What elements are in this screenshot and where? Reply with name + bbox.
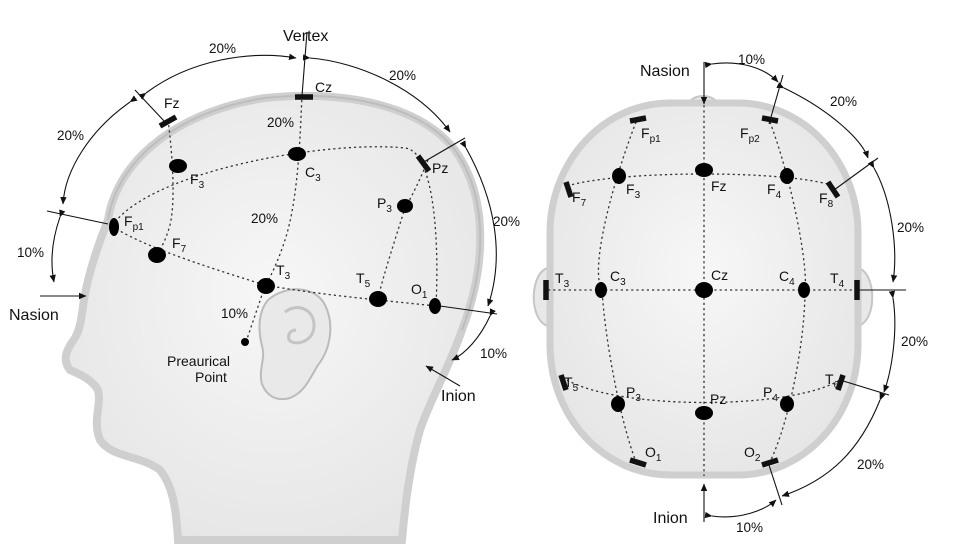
side-label-pz: Pz	[432, 160, 448, 176]
side-label-fz: Fz	[164, 95, 180, 111]
top-label-o1: O1	[645, 444, 662, 464]
top-label-f4: F4	[767, 181, 782, 201]
side-label-t3: T3	[276, 262, 291, 282]
side-label-p3: P3	[377, 195, 392, 215]
side-electrode-t5	[369, 291, 387, 307]
side-label-fp1: Fp1	[124, 213, 144, 233]
top-view: Fp1 Fp2 F7 F3 Fz F4 F8 T3 C3 Cz C4 T4 T5…	[532, 52, 928, 535]
top-electrode-f4	[780, 168, 794, 184]
top-pct-3: 20%	[897, 220, 924, 235]
top-label-fp1: Fp1	[641, 125, 661, 145]
side-view: Fz Cz Pz F3 C3 P3 Fp1 F7 T3 T5 O1 Vertex…	[9, 28, 520, 544]
top-label-pz: Pz	[710, 391, 726, 407]
top-electrode-f3	[612, 168, 626, 184]
side-label-cz: Cz	[315, 79, 332, 95]
top-pct-1: 10%	[738, 52, 765, 67]
top-label-fz: Fz	[711, 178, 727, 194]
top-electrode-c4	[798, 282, 810, 298]
top-inion-label: Inion	[653, 510, 688, 527]
side-electrode-fp1	[109, 218, 119, 236]
side-electrode-p3	[397, 199, 413, 213]
top-nasion-label: Nasion	[640, 63, 690, 80]
side-inion-label: Inion	[441, 388, 476, 405]
top-electrode-c3	[595, 282, 607, 298]
side-pct-cz-c3: 20%	[267, 115, 294, 130]
top-label-c4: C4	[779, 268, 795, 288]
right-ear-icon	[857, 267, 874, 327]
side-label-c3: C3	[305, 164, 321, 184]
top-label-p4: P4	[763, 384, 778, 404]
vertex-label: Vertex	[283, 28, 328, 45]
side-label-f3: F3	[190, 171, 205, 191]
side-pct-top-left: 20%	[209, 41, 236, 56]
top-label-o2: O2	[744, 444, 761, 464]
top-pct-6: 10%	[736, 520, 763, 535]
top-label-f7: F7	[572, 189, 587, 209]
top-electrode-pz	[695, 406, 713, 420]
top-label-f3: F3	[626, 181, 641, 201]
top-label-t4: T4	[830, 270, 845, 290]
top-electrode-p4	[780, 396, 794, 412]
top-label-p3: P3	[626, 384, 641, 404]
side-pct-back: 20%	[493, 214, 520, 229]
top-label-f8: F8	[819, 190, 834, 210]
side-electrode-t3	[257, 278, 275, 294]
top-pct-4: 20%	[901, 334, 928, 349]
side-electrode-o1	[429, 298, 441, 314]
top-pct-2: 20%	[830, 94, 857, 109]
top-electrode-fz	[695, 163, 713, 177]
side-nasion-label: Nasion	[9, 307, 59, 324]
side-pct-nasion: 10%	[17, 245, 44, 260]
ear-icon	[258, 288, 332, 401]
top-pct-5: 20%	[857, 457, 884, 472]
side-label-t5: T5	[356, 270, 371, 290]
preauricular-point	[241, 338, 249, 346]
top-electrode-p3	[611, 396, 625, 412]
side-pct-inion: 10%	[480, 346, 507, 361]
top-label-fp2: Fp2	[740, 125, 760, 145]
side-pct-front: 20%	[57, 128, 84, 143]
top-electrode-cz	[695, 282, 713, 298]
top-label-c3: C3	[610, 268, 626, 288]
side-electrode-f7	[148, 247, 166, 263]
top-label-t5: T5	[564, 374, 579, 394]
side-pct-c3-t3: 20%	[251, 211, 278, 226]
top-label-cz: Cz	[711, 267, 728, 283]
top-label-t3: T3	[555, 270, 570, 290]
side-label-o1: O1	[411, 281, 428, 301]
side-pct-preauricular: 10%	[221, 306, 248, 321]
side-pct-top-right: 20%	[389, 68, 416, 83]
side-electrode-f3	[169, 159, 187, 173]
preauricular-label: Preaurical Point	[167, 353, 234, 385]
side-electrode-c3	[288, 147, 306, 161]
top-label-t6: T6	[825, 371, 840, 391]
side-label-f7: F7	[172, 235, 187, 255]
